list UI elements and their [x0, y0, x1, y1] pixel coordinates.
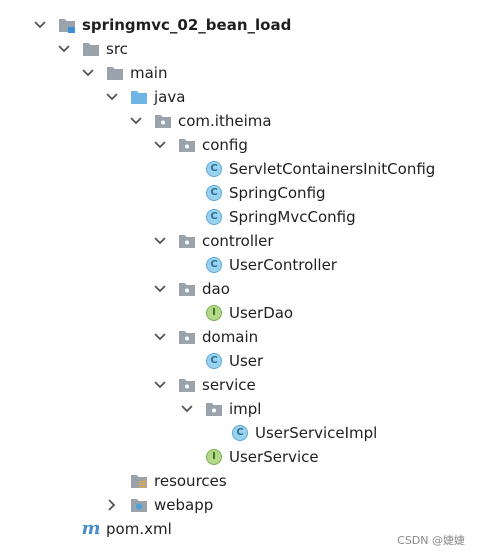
tree-item-label: java [154, 88, 186, 106]
module-folder-icon [58, 16, 76, 34]
class-icon: C [205, 208, 223, 226]
package-icon [178, 136, 196, 154]
chevron-down-icon[interactable] [153, 282, 167, 296]
tree-item-label: ServletContainersInitConfig [229, 160, 436, 178]
tree-item-label: SpringConfig [229, 184, 326, 202]
chevron-down-icon[interactable] [129, 114, 143, 128]
tree-item-label: UserServiceImpl [255, 424, 378, 442]
interface-icon: I [205, 304, 223, 322]
tree-item-label: com.itheima [178, 112, 272, 130]
chevron-down-icon[interactable] [105, 90, 119, 104]
tree-item-label: domain [202, 328, 259, 346]
interface-icon: I [205, 448, 223, 466]
tree-item-class[interactable]: C SpringConfig [205, 182, 326, 204]
chevron-down-icon[interactable] [153, 138, 167, 152]
chevron-down-icon[interactable] [81, 66, 95, 80]
chevron-down-icon[interactable] [153, 378, 167, 392]
tree-item-label: pom.xml [106, 520, 172, 538]
tree-item-label: SpringMvcConfig [229, 208, 356, 226]
tree-item-src[interactable]: src [82, 38, 128, 60]
tree-item-dao[interactable]: dao [178, 278, 230, 300]
folder-icon [82, 40, 100, 58]
tree-item-webapp[interactable]: webapp [130, 494, 213, 516]
tree-item-label: springmvc_02_bean_load [82, 16, 292, 34]
chevron-right-icon[interactable] [105, 498, 119, 512]
tree-item-label: UserService [229, 448, 319, 466]
package-icon [205, 400, 223, 418]
tree-item-label: User [229, 352, 264, 370]
tree-item-package[interactable]: com.itheima [154, 110, 272, 132]
tree-item-label: service [202, 376, 256, 394]
maven-icon: m [81, 518, 101, 539]
chevron-down-icon[interactable] [33, 18, 47, 32]
tree-item-label: controller [202, 232, 274, 250]
chevron-down-icon[interactable] [153, 330, 167, 344]
tree-item-label: impl [229, 400, 262, 418]
tree-item-impl[interactable]: impl [205, 398, 261, 420]
package-icon [178, 328, 196, 346]
tree-item-class[interactable]: C UserController [205, 254, 337, 276]
package-icon [154, 112, 172, 130]
tree-item-pom[interactable]: m pom.xml [81, 518, 172, 540]
chevron-down-icon[interactable] [153, 234, 167, 248]
tree-item-java[interactable]: java [130, 86, 185, 108]
tree-item-class[interactable]: C ServletContainersInitConfig [205, 158, 435, 180]
tree-item-label: main [130, 64, 168, 82]
class-icon: C [205, 184, 223, 202]
watermark: CSDN @婕婕 [397, 534, 465, 547]
tree-item-label: resources [154, 472, 227, 490]
chevron-down-icon[interactable] [180, 402, 194, 416]
tree-item-label: UserController [229, 256, 337, 274]
package-icon [178, 232, 196, 250]
tree-item-label: src [106, 40, 128, 58]
tree-item-main[interactable]: main [106, 62, 167, 84]
tree-item-class[interactable]: C User [205, 350, 263, 372]
tree-item-class[interactable]: C SpringMvcConfig [205, 206, 356, 228]
tree-item-resources[interactable]: resources [130, 470, 227, 492]
class-icon: C [205, 352, 223, 370]
tree-item-config[interactable]: config [178, 134, 248, 156]
web-folder-icon [130, 496, 148, 514]
tree-item-interface[interactable]: I UserDao [205, 302, 293, 324]
tree-item-domain[interactable]: domain [178, 326, 258, 348]
tree-item-label: dao [202, 280, 230, 298]
tree-item-class[interactable]: C UserServiceImpl [231, 422, 377, 444]
class-icon: C [205, 160, 223, 178]
tree-item-interface[interactable]: I UserService [205, 446, 319, 468]
chevron-down-icon[interactable] [57, 42, 71, 56]
tree-item-label: UserDao [229, 304, 294, 322]
package-icon [178, 376, 196, 394]
source-folder-icon [130, 88, 148, 106]
package-icon [178, 280, 196, 298]
tree-item-module[interactable]: springmvc_02_bean_load [58, 14, 291, 36]
class-icon: C [205, 256, 223, 274]
folder-icon [106, 64, 124, 82]
resources-folder-icon [130, 472, 148, 490]
tree-item-service[interactable]: service [178, 374, 256, 396]
class-icon: C [231, 424, 249, 442]
tree-item-controller[interactable]: controller [178, 230, 274, 252]
tree-item-label: webapp [154, 496, 214, 514]
tree-item-label: config [202, 136, 248, 154]
